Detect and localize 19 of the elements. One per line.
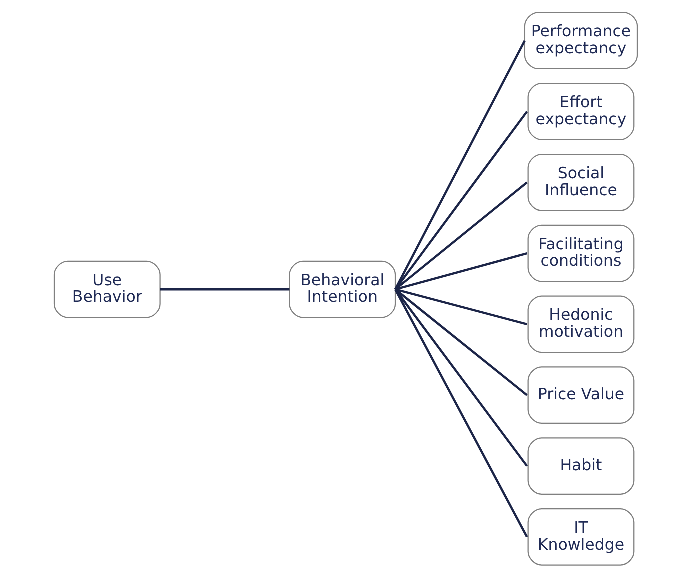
node-box: Habit [528, 438, 635, 495]
connector [394, 182, 528, 290]
node-box: Performance expectancy [524, 12, 638, 70]
node-box: Effort expectancy [528, 83, 635, 140]
node-box: Use Behavior [54, 260, 161, 318]
node-box: Price Value [528, 366, 635, 424]
connector [394, 289, 528, 538]
connector [395, 288, 528, 326]
connector [394, 40, 526, 290]
node-box: Behavioral Intention [289, 260, 396, 318]
connector [394, 288, 528, 396]
connector [394, 111, 528, 290]
node-box: Hedonic motivation [528, 296, 635, 354]
node-box: Facilitating conditions [528, 224, 635, 282]
connector [160, 288, 290, 291]
connector [394, 288, 528, 467]
connector [395, 252, 528, 291]
node-box: IT Knowledge [528, 508, 635, 566]
node-box: Social Influence [528, 154, 635, 212]
